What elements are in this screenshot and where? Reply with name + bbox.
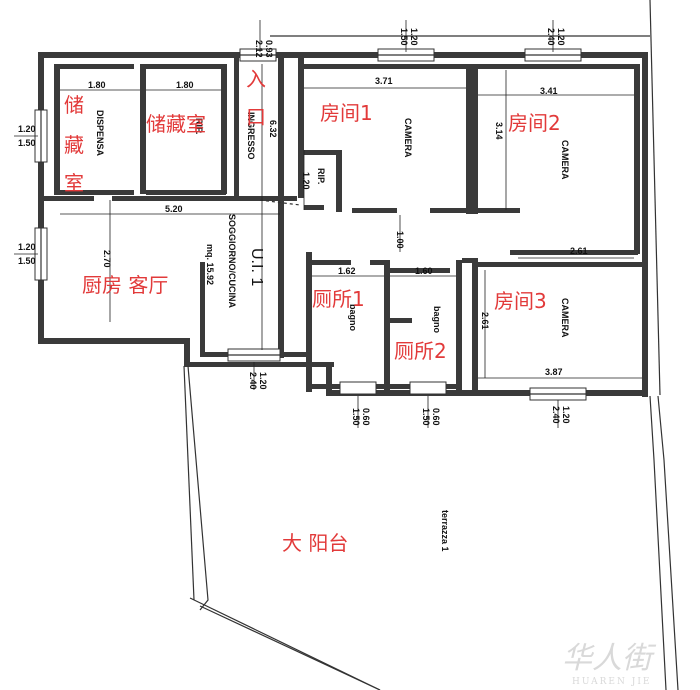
annot-entrance-1: 入	[246, 67, 266, 91]
dim-top-win2-b: 1.50	[399, 28, 409, 46]
dim-bottom-win1-a: 1.20	[258, 372, 268, 390]
label-bagno1: bagno	[348, 304, 358, 331]
dim-dispensa-w: 1.80	[88, 80, 106, 90]
dim-bottom-win1-b: 2.40	[248, 372, 258, 390]
label-rip: RIP.	[194, 118, 204, 134]
dim-camera2-w: 3.41	[540, 86, 558, 96]
label-dispensa: DISPENSA	[95, 110, 105, 157]
dim-soggiorno-w: 5.20	[165, 204, 183, 214]
dim-camera3-top: 2.61	[570, 246, 588, 256]
dim-left-win2-a: 1.20	[18, 242, 36, 252]
dim-bottom-win2-b: 1.50	[351, 408, 361, 426]
watermark-brand-latin: HUAREN JIE	[572, 677, 651, 687]
dim-camera2-h: 3.14	[494, 122, 504, 140]
dim-soggiorno-h: 2.70	[102, 250, 112, 268]
label-terrazza: terrazza 1	[440, 510, 450, 552]
watermark-brand: 华人街	[562, 641, 657, 676]
dim-left-win1-a: 1.20	[18, 124, 36, 134]
annot-kitchen-living: 厨房 客厅	[82, 273, 168, 297]
dim-top-win1-a: 0.93	[264, 40, 274, 58]
property-line-right	[649, 0, 661, 396]
annot-room1: 房间1	[320, 101, 373, 125]
dim-top-win2-a: 1.20	[409, 28, 419, 46]
annot-storage-2: 藏	[64, 133, 84, 157]
label-rip2: RIP.	[316, 168, 326, 184]
dim-rip2-h: 1.20	[301, 172, 311, 190]
dim-camera3-h: 2.61	[480, 312, 490, 330]
annot-toilet2: 厕所2	[394, 339, 447, 363]
annot-storage-3: 室	[64, 171, 84, 195]
annot-toilet1: 厕所1	[312, 287, 365, 311]
terrace-outline	[183, 365, 679, 690]
dim-camera3-w: 3.87	[545, 367, 563, 377]
dim-corridor-w: 1.00	[395, 231, 405, 249]
dim-bottom-win3-b: 1.50	[421, 408, 431, 426]
label-soggiorno-area: mq. 15.92	[205, 244, 215, 285]
label-camera3: CAMERA	[560, 298, 570, 338]
dim-bottom-win4-a: 1.20	[561, 406, 571, 424]
annot-storage-1: 储	[64, 93, 84, 117]
annot-room2: 房间2	[508, 111, 561, 135]
watermark: 华人街 HUAREN JIE	[562, 641, 657, 687]
label-camera1: CAMERA	[403, 118, 413, 158]
annot-storage-room2: 储藏室	[146, 112, 206, 136]
dim-rip-w: 1.80	[176, 80, 194, 90]
annot-terrace: 大 阳台	[282, 531, 348, 555]
door-swing	[259, 199, 301, 206]
dim-top-win3-b: 2.40	[546, 28, 556, 46]
dim-top-win1-b: 2.12	[254, 40, 264, 58]
label-soggiorno: SOGGIORNO/CUCINA	[227, 214, 237, 309]
room-labels: DISPENSA RIP. INGRESSO RIP. CAMERA CAMER…	[95, 110, 570, 552]
dim-bottom-win3-a: 0.60	[431, 408, 441, 426]
dim-top-win3-a: 1.20	[556, 28, 566, 46]
dim-bottom-win2-a: 0.60	[361, 408, 371, 426]
walls	[38, 52, 648, 397]
dimension-labels: 0.93 2.12 1.20 1.50 1.20 2.40 1.80 1.80 …	[18, 28, 588, 426]
dim-bottom-win4-b: 2.40	[551, 406, 561, 424]
annot-entrance-2: 口	[246, 105, 266, 129]
label-camera2: CAMERA	[560, 140, 570, 180]
dimension-lines	[14, 20, 642, 428]
dim-left-win2-b: 1.50	[18, 256, 36, 266]
annot-room3: 房间3	[494, 289, 547, 313]
dim-camera1-w: 3.71	[375, 76, 393, 86]
dim-bagno2-w: 1.60	[415, 266, 433, 276]
label-ingresso: INGRESSO	[246, 112, 256, 160]
red-annotations: 储 藏 室 储藏室 入 口 房间1 房间2 厨房 客厅 厕所1 厕所2 房间3 …	[64, 67, 561, 555]
label-unit: U.I. 1	[248, 248, 265, 286]
label-bagno2: bagno	[432, 306, 442, 333]
dim-left-win1-b: 1.50	[18, 138, 36, 148]
dim-ingresso-len: 6.32	[268, 120, 278, 138]
dim-bagno1-w: 1.62	[338, 266, 356, 276]
